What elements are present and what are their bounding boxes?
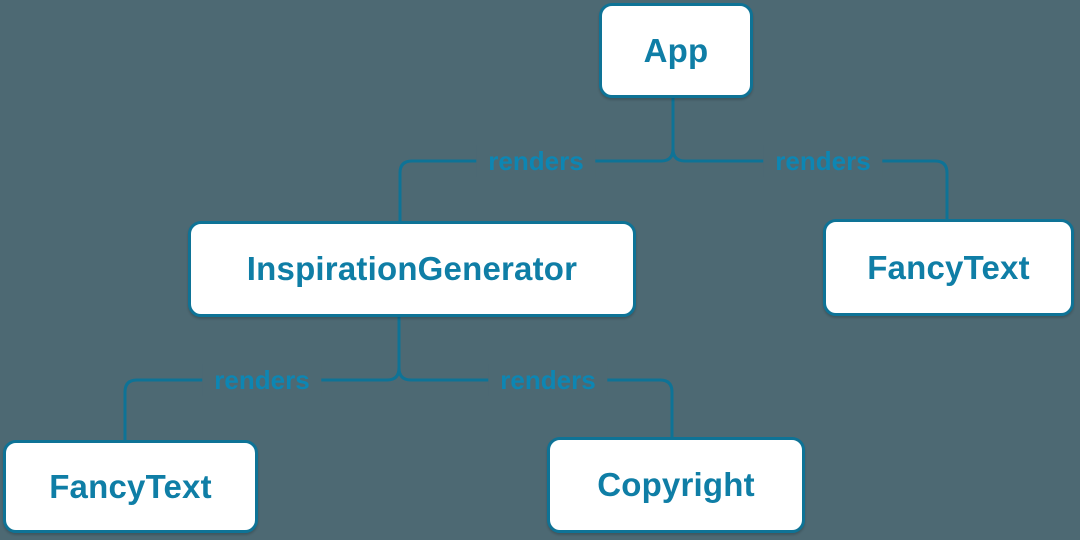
node-copyright: Copyright [547,437,805,533]
edge-label-app-inspiration-generator: renders [476,145,596,177]
node-inspiration-generator-label: InspirationGenerator [246,250,578,287]
node-app-label: App [643,31,709,69]
node-fancy-text-bottom: FancyText [3,440,258,533]
node-fancy-text-top-label: FancyText [867,248,1030,286]
node-fancy-text-top: FancyText [823,219,1074,316]
edge-label-inspiration-generator-copyright: renders [488,364,608,396]
edge-label-app-fancy-text: renders [763,145,883,177]
node-copyright-label: Copyright [597,466,755,503]
node-inspiration-generator: InspirationGenerator [188,221,636,317]
edge-label-inspiration-generator-fancy-text: renders [202,364,322,396]
node-fancy-text-bottom-label: FancyText [49,467,212,505]
node-app: App [599,3,753,98]
